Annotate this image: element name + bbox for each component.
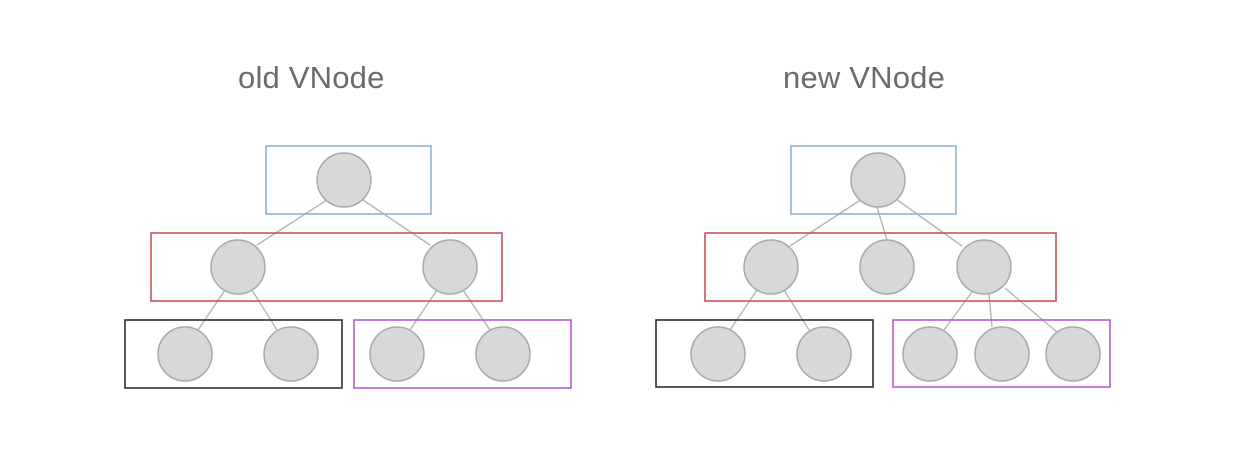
new-level2-node-1 xyxy=(743,239,799,295)
new-root-level-box xyxy=(790,145,957,215)
new-level3-node-3 xyxy=(902,326,958,382)
new-level2-node-3 xyxy=(956,239,1012,295)
old-edge-right-child2 xyxy=(462,289,491,331)
old-right-subtree-box xyxy=(353,319,572,389)
new-edge-right-child2 xyxy=(988,293,993,328)
old-root-node xyxy=(316,152,372,208)
old-edge-left-child2 xyxy=(251,289,278,331)
new-right-subtree-box xyxy=(892,319,1111,388)
new-left-subtree-box xyxy=(655,319,874,388)
old-level3-node-2 xyxy=(263,326,319,382)
new-level3-node-2 xyxy=(796,326,852,382)
new-level3-node-4 xyxy=(974,326,1030,382)
old-level2-node-1 xyxy=(210,239,266,295)
old-level-two-box xyxy=(150,232,503,302)
old-level3-node-1 xyxy=(157,326,213,382)
old-level2-node-2 xyxy=(422,239,478,295)
new-edge-right-child3 xyxy=(1004,287,1059,334)
new-level-two-box xyxy=(704,232,1057,302)
new-level3-node-1 xyxy=(690,326,746,382)
new-edge-right-child1 xyxy=(943,291,973,331)
old-level3-node-3 xyxy=(369,326,425,382)
old-vnode-tree xyxy=(124,145,572,389)
new-edge-left-child1 xyxy=(729,289,758,331)
new-edge-left-child2 xyxy=(783,289,810,331)
new-vnode-tree xyxy=(655,145,1111,388)
new-vnode-title: new VNode xyxy=(783,60,946,95)
new-edge-root-right xyxy=(895,198,963,247)
old-edge-root-left xyxy=(256,197,331,246)
new-level2-node-2 xyxy=(859,239,915,295)
new-root-node xyxy=(850,152,906,208)
old-root-level-box xyxy=(265,145,432,215)
new-edge-root-left xyxy=(789,198,863,247)
old-edge-left-child1 xyxy=(197,289,226,331)
old-vnode-title: old VNode xyxy=(238,60,385,95)
new-edge-root-middle xyxy=(876,206,888,241)
old-level3-node-4 xyxy=(475,326,531,382)
old-edge-right-child1 xyxy=(409,289,438,331)
new-level3-node-5 xyxy=(1045,326,1101,382)
old-edge-root-right xyxy=(359,197,431,246)
old-left-subtree-box xyxy=(124,319,343,389)
